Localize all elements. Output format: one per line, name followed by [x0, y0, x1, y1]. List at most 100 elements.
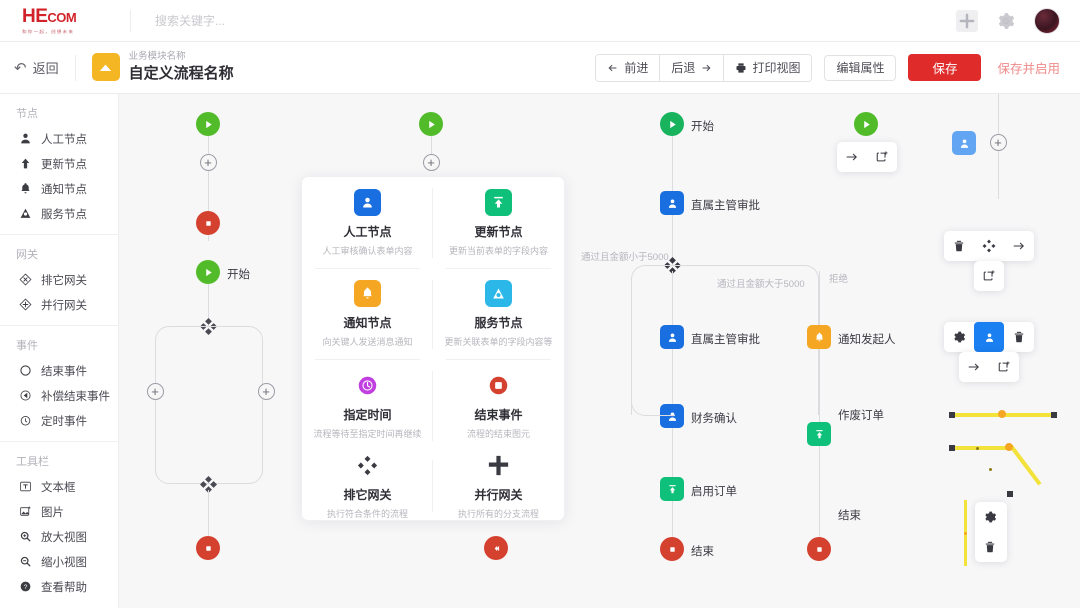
gear-icon[interactable]: [944, 322, 974, 352]
edge-sample-vertical[interactable]: [962, 500, 1032, 570]
edge-endpoint[interactable]: [949, 445, 955, 451]
sidebar-item-textbox[interactable]: 文本框: [0, 474, 118, 499]
flow-canvas[interactable]: + 开始 + +: [119, 94, 1080, 608]
back-button[interactable]: ↶ 返回: [14, 58, 59, 77]
edit-properties-button[interactable]: 编辑属性: [824, 54, 897, 81]
sidebar-item-timer-event[interactable]: 定时事件: [0, 408, 118, 433]
sidebar-group-title: 网关: [16, 249, 38, 261]
trash-icon[interactable]: [944, 231, 974, 261]
context-menu-node-row2[interactable]: [959, 352, 1019, 382]
edge-midpoint-dot[interactable]: [964, 532, 967, 535]
context-menu-link[interactable]: [837, 142, 897, 172]
add-node-handle[interactable]: +: [422, 154, 440, 171]
sidebar-item-zoom-in[interactable]: 放大视图: [0, 524, 118, 549]
notify-node-initiator[interactable]: [807, 325, 831, 349]
sidebar-item-exclusive-gateway[interactable]: 排它网关: [0, 267, 118, 292]
start-node-c[interactable]: [419, 112, 443, 136]
start-node-sample[interactable]: [854, 112, 878, 136]
edge-midpoint-dot[interactable]: [976, 446, 979, 450]
sidebar-item-help[interactable]: ? 查看帮助: [0, 574, 118, 599]
brand-logo[interactable]: HECOM 和你一起，创想未来: [0, 7, 130, 35]
end-node-right[interactable]: [807, 537, 831, 561]
edge-sample-bent[interactable]: [949, 442, 1069, 502]
context-menu-gateway-row2[interactable]: [974, 261, 1004, 291]
node-label-start-main: 开始: [691, 121, 714, 133]
palette-item-service-node[interactable]: 服务节点 更新关联表单的字段内容等: [433, 269, 564, 361]
palette-item-person-node[interactable]: 人工节点 人工审核确认表单内容: [302, 177, 433, 269]
parallel-gateway-icon: [485, 452, 512, 479]
exclusive-gateway-node-b[interactable]: [199, 476, 217, 493]
arrow-right-icon[interactable]: [1004, 231, 1034, 261]
textbox-icon: [18, 480, 32, 494]
node-palette-panel[interactable]: 人工节点 人工审核确认表单内容 更新节点 更新当前表单的字段内容 通知节点 向关…: [301, 176, 565, 521]
person-icon[interactable]: [974, 322, 1004, 352]
save-and-enable-button[interactable]: 保存并启用: [993, 58, 1064, 77]
sidebar-item-label: 缩小视图: [41, 556, 87, 569]
connector-line: [672, 349, 673, 405]
edge-endpoint[interactable]: [1051, 412, 1057, 418]
edge-midpoint-handle[interactable]: [998, 410, 1006, 418]
person-icon: [18, 132, 32, 146]
start-node-main[interactable]: [660, 112, 684, 136]
compensate-end-node[interactable]: [484, 536, 508, 560]
add-node-handle[interactable]: +: [989, 134, 1007, 151]
backward-button[interactable]: 后退: [660, 54, 725, 81]
person-node-sample[interactable]: [952, 131, 976, 155]
edge-corner-handle[interactable]: [1005, 443, 1013, 451]
sidebar-item-zoom-out[interactable]: 缩小视图: [0, 549, 118, 574]
trash-icon[interactable]: [975, 532, 1005, 562]
app-header: HECOM 和你一起，创想未来: [0, 0, 1080, 42]
trash-icon[interactable]: [1004, 322, 1034, 352]
sidebar-item-person-node[interactable]: 人工节点: [0, 126, 118, 151]
palette-item-notify-node[interactable]: 通知节点 向关键人发送消息通知: [302, 269, 433, 361]
add-node-handle[interactable]: +: [199, 154, 217, 171]
gear-icon[interactable]: [996, 11, 1016, 31]
search-box[interactable]: [155, 8, 455, 34]
sidebar-item-compensate-end-event[interactable]: 补偿结束事件: [0, 383, 118, 408]
end-node-b[interactable]: [196, 536, 220, 560]
sidebar-item-image[interactable]: 图片: [0, 499, 118, 524]
connector-line: [672, 501, 673, 546]
palette-item-exclusive-gateway[interactable]: 排它网关 执行符合条件的流程: [302, 452, 433, 520]
update-node-enable-order[interactable]: [660, 477, 684, 501]
palette-item-end-event[interactable]: 结束事件 流程的结束图元: [433, 360, 564, 452]
copy-node-icon[interactable]: [867, 142, 897, 172]
palette-item-parallel-gateway[interactable]: 并行网关 执行所有的分支流程: [433, 452, 564, 520]
sidebar-item-service-node[interactable]: 服务节点: [0, 201, 118, 226]
end-node-a[interactable]: [196, 211, 220, 235]
forward-button[interactable]: 前进: [596, 54, 661, 81]
sidebar-item-update-node[interactable]: 更新节点: [0, 151, 118, 176]
sidebar-item-end-event[interactable]: 结束事件: [0, 358, 118, 383]
user-avatar[interactable]: [1034, 7, 1060, 34]
add-node-handle[interactable]: +: [146, 383, 164, 400]
edge-endpoint[interactable]: [1007, 491, 1013, 497]
update-node-void-order[interactable]: [807, 422, 831, 446]
person-node-approve-1[interactable]: [660, 191, 684, 215]
add-node-handle[interactable]: +: [257, 383, 275, 400]
backward-label: 后退: [671, 61, 696, 75]
copy-node-icon[interactable]: [974, 261, 1004, 291]
search-input[interactable]: [155, 13, 455, 28]
sidebar-item-notify-node[interactable]: 通知节点: [0, 176, 118, 201]
context-menu-gateway[interactable]: [944, 231, 1034, 261]
edge-sample-straight[interactable]: [949, 409, 1059, 421]
parallel-gateway-icon[interactable]: [974, 231, 1004, 261]
arrow-right-icon[interactable]: [837, 142, 867, 172]
sidebar-item-parallel-gateway[interactable]: 并行网关: [0, 292, 118, 317]
print-view-button[interactable]: 打印视图: [724, 54, 812, 81]
start-node-b[interactable]: [196, 260, 220, 284]
context-menu-node[interactable]: [944, 322, 1034, 352]
save-button[interactable]: 保存: [908, 54, 982, 81]
edge-endpoint[interactable]: [949, 412, 955, 418]
end-node-left[interactable]: [660, 537, 684, 561]
context-menu-edge[interactable]: [975, 502, 1007, 562]
copy-node-icon[interactable]: [989, 352, 1019, 382]
palette-item-timer-node[interactable]: 指定时间 流程等待至指定时间再继续: [302, 360, 433, 452]
palette-item-update-node[interactable]: 更新节点 更新当前表单的字段内容: [433, 177, 564, 269]
gear-icon[interactable]: [975, 502, 1005, 532]
plus-icon[interactable]: [956, 9, 978, 32]
edge-midpoint-dot[interactable]: [989, 468, 992, 471]
palette-item-desc: 向关键人发送消息通知: [322, 337, 413, 348]
arrow-right-icon[interactable]: [959, 352, 989, 382]
start-node-a[interactable]: [196, 112, 220, 136]
